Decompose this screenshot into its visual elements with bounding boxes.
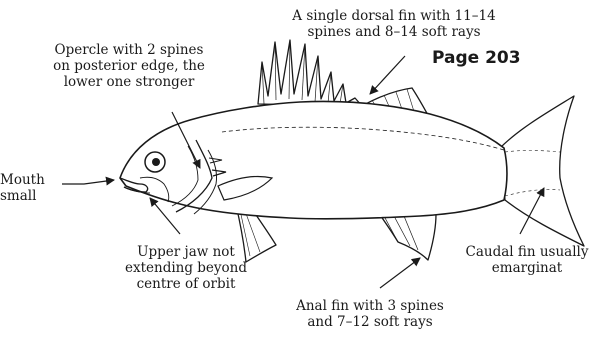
upper-jaw-label-line2: extending beyond xyxy=(116,260,256,276)
caudal-fin-label-line1: Caudal fin usually xyxy=(452,244,602,260)
mouth-label: Mouth small xyxy=(0,172,60,204)
caudal-fin xyxy=(500,96,584,246)
dorsal-fin-label-line1: A single dorsal fin with 11–14 xyxy=(266,8,522,24)
opercle-label-line3: lower one stronger xyxy=(24,74,234,90)
mouth-label-line2: small xyxy=(0,188,60,204)
dorsal-fin-label: A single dorsal fin with 11–14 spines an… xyxy=(266,8,522,40)
anal-fin xyxy=(378,212,436,260)
fish-body xyxy=(120,102,507,219)
mouth-arrow xyxy=(62,180,114,184)
caudal-fin-label-line2: emarginat xyxy=(452,260,602,276)
anal-fin-label: Anal fin with 3 spines and 7–12 soft ray… xyxy=(282,298,458,330)
opercle-label-line1: Opercle with 2 spines xyxy=(24,42,234,58)
opercle-label: Opercle with 2 spines on posterior edge,… xyxy=(24,42,234,90)
anal-arrow xyxy=(380,258,420,288)
dorsal-arrow xyxy=(370,56,405,94)
dorsal-fin xyxy=(258,40,362,106)
anal-fin-label-line2: and 7–12 soft rays xyxy=(282,314,458,330)
upper-jaw-label-line3: centre of orbit xyxy=(116,276,256,292)
upper-jaw-label-line1: Upper jaw not xyxy=(116,244,256,260)
upper-jaw-label: Upper jaw not extending beyond centre of… xyxy=(116,244,256,292)
mouth-label-line1: Mouth xyxy=(0,172,60,188)
page-number: Page 203 xyxy=(432,48,521,68)
anal-fin-label-line1: Anal fin with 3 spines xyxy=(282,298,458,314)
caudal-fin-label: Caudal fin usually emarginat xyxy=(452,244,602,276)
opercle-label-line2: on posterior edge, the xyxy=(24,58,234,74)
dorsal-fin-label-line2: spines and 8–14 soft rays xyxy=(266,24,522,40)
